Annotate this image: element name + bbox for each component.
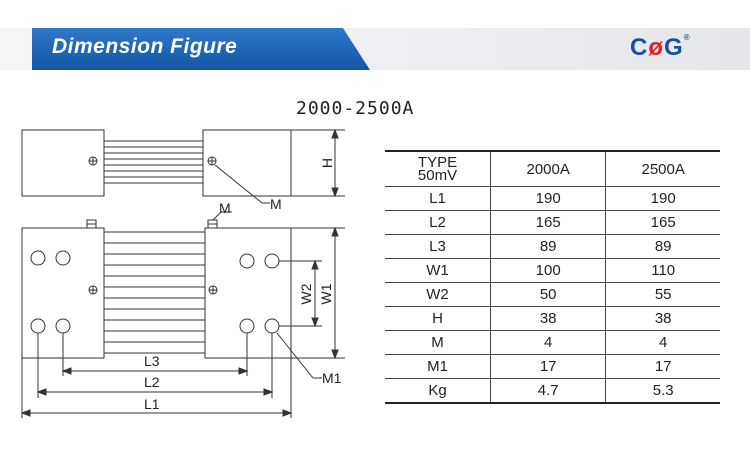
logo-letter: ø xyxy=(648,34,665,61)
table-cell: W2 xyxy=(385,282,491,307)
table-cell: 89 xyxy=(605,234,720,259)
table-cell: 4 xyxy=(605,330,720,355)
table-cell: 38 xyxy=(489,306,607,331)
mounting-hole xyxy=(239,318,255,334)
table-header-row: TYPE 50mV 2000A 2500A xyxy=(385,150,720,187)
table-cell: L3 xyxy=(385,234,491,259)
h-label: H xyxy=(319,158,335,168)
table-cell: 50 xyxy=(489,282,607,307)
table-header-cell: TYPE 50mV xyxy=(385,150,491,187)
table-cell: M xyxy=(385,330,491,355)
table-cell: 55 xyxy=(605,282,720,307)
mounting-hole xyxy=(55,250,71,266)
table-cell: Kg xyxy=(385,378,491,404)
m-label: M xyxy=(270,196,282,212)
table-cell: L1 xyxy=(385,186,491,211)
mounting-hole xyxy=(264,318,280,334)
table-cell: 110 xyxy=(605,258,720,283)
top-view-terminal-screw xyxy=(207,156,217,166)
l2-label: L2 xyxy=(144,374,160,390)
l1-label: L1 xyxy=(144,396,160,412)
top-view-shunt-strips xyxy=(104,140,203,184)
h-arrow xyxy=(331,128,339,139)
front-view-terminal-screw xyxy=(88,285,98,295)
table-cell: M1 xyxy=(385,354,491,379)
table-cell: 89 xyxy=(489,234,607,259)
mounting-hole xyxy=(30,318,46,334)
table-cell: 17 xyxy=(605,354,720,379)
table-cell: L2 xyxy=(385,210,491,235)
table-cell: 190 xyxy=(605,186,720,211)
front-view-shunt-strips xyxy=(104,231,205,354)
mounting-hole xyxy=(239,253,255,269)
header-banner xyxy=(32,28,370,70)
table-cell: 100 xyxy=(489,258,607,283)
table-cell: 4 xyxy=(489,330,607,355)
w2-label: W2 xyxy=(298,283,314,304)
table-cell: H xyxy=(385,306,491,331)
mounting-hole xyxy=(30,250,46,266)
table-cell: 17 xyxy=(489,354,607,379)
mounting-hole xyxy=(264,253,280,269)
h-arrow xyxy=(331,187,339,198)
header-type: TYPE 50mV xyxy=(417,154,458,184)
table-cell: 190 xyxy=(489,186,607,211)
w1-label: W1 xyxy=(318,283,334,304)
page-title: Dimension Figure xyxy=(52,35,238,58)
front-view-terminal-screw xyxy=(208,285,218,295)
table-cell: 165 xyxy=(605,210,720,235)
m-top-label: M xyxy=(219,200,231,216)
table-cell: 165 xyxy=(489,210,607,235)
brand-logo: CøG® xyxy=(630,33,691,62)
mounting-hole xyxy=(55,318,71,334)
table-cell: 4.7 xyxy=(489,378,607,404)
top-view-right-block xyxy=(202,129,292,197)
table-header-cell: 2500A xyxy=(605,150,720,187)
logo-letter: C xyxy=(630,34,649,61)
m-leader-line xyxy=(212,211,222,221)
top-view-terminal-screw xyxy=(88,156,98,166)
l3-label: L3 xyxy=(144,353,160,369)
top-view-left-block xyxy=(21,129,105,197)
logo-registered-mark: ® xyxy=(683,33,691,42)
m1-label: M1 xyxy=(322,370,342,386)
table-cell: W1 xyxy=(385,258,491,283)
logo-letter: G xyxy=(664,34,684,61)
table-cell: 38 xyxy=(605,306,720,331)
m-leader-line xyxy=(214,164,263,204)
table-header-cell: 2000A xyxy=(489,150,607,187)
figure-title: 2000-2500A xyxy=(296,98,415,119)
table-cell: 5.3 xyxy=(605,378,720,404)
front-view-right-block xyxy=(204,227,292,359)
m1-leader-line xyxy=(276,332,314,379)
